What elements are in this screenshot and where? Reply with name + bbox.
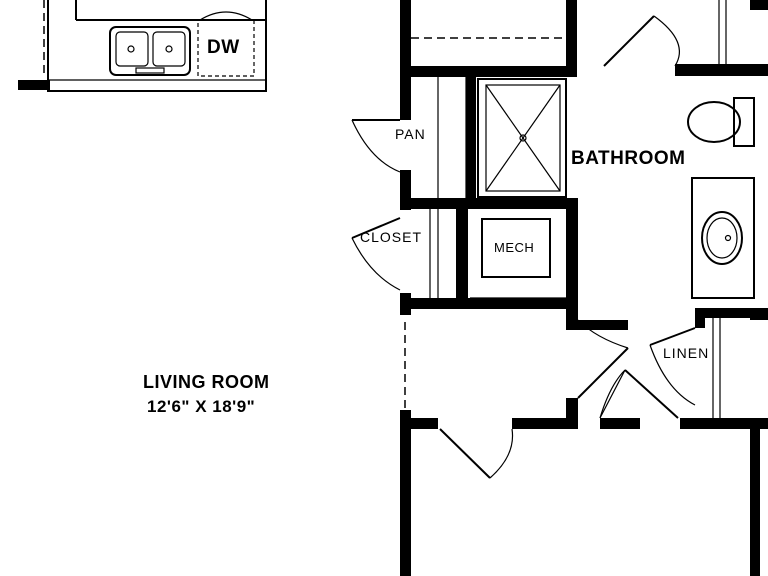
dishwasher-label: DW <box>207 37 240 58</box>
pantry-name: PAN <box>395 126 426 142</box>
vanity <box>691 177 755 299</box>
bedroom-door-left <box>439 428 514 479</box>
toilet <box>687 97 755 147</box>
shower <box>477 78 567 198</box>
double-sink <box>109 26 191 76</box>
bathroom-name: BATHROOM <box>571 148 686 169</box>
living-room-east-wall <box>400 0 411 576</box>
wall-kitchen-stub <box>18 80 50 90</box>
closet <box>351 209 439 298</box>
closet-name: CLOSET <box>360 229 423 245</box>
living-room-name: LIVING ROOM <box>143 372 270 392</box>
bathroom-top-door <box>603 15 680 67</box>
bathroom-bottom-door <box>577 319 629 399</box>
linen <box>649 318 721 418</box>
hall-walls <box>400 308 768 576</box>
linen-name: LINEN <box>663 345 710 361</box>
mechanical <box>470 218 566 299</box>
upper-walls <box>400 0 768 77</box>
middle-walls <box>400 198 578 328</box>
mech-name: MECH <box>494 240 535 255</box>
pantry <box>351 77 476 199</box>
living-room-dimensions: 12'6" X 18'9" <box>147 397 256 416</box>
bedroom-door-right <box>599 369 679 419</box>
dishwasher <box>197 11 255 77</box>
